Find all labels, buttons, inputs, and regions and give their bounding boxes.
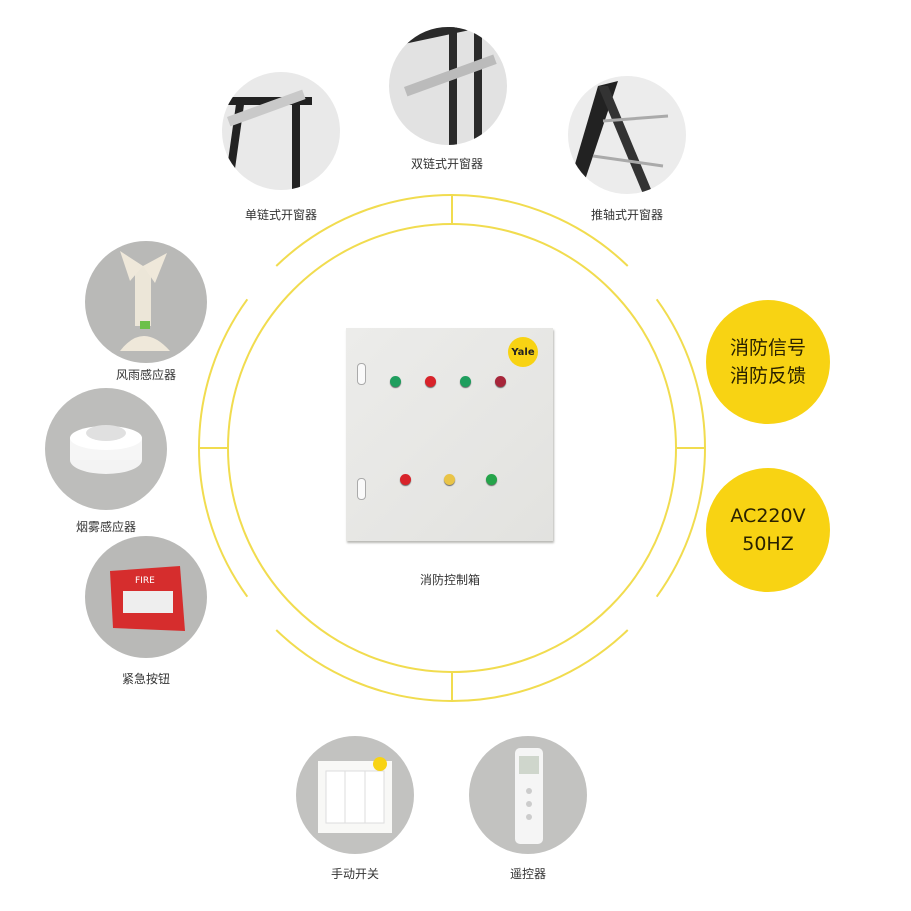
wind-rain-sensor-label: 风雨感应器 xyxy=(115,368,176,382)
yale-logo: Yale xyxy=(508,337,538,367)
double-chain-window-opener-label: 双链式开窗器 xyxy=(410,157,483,171)
smoke-detector-label: 烟雾感应器 xyxy=(75,520,136,534)
outer-ring-arc xyxy=(275,193,629,267)
push-shaft-window-opener-label: 推轴式开窗器 xyxy=(590,208,663,222)
frequency-text: 50HZ xyxy=(742,533,794,555)
outer-ring-arc xyxy=(275,629,629,703)
button-red xyxy=(400,474,411,485)
power-badge: AC220V 50HZ xyxy=(706,468,830,592)
button-green xyxy=(486,474,497,485)
manual-switch-image xyxy=(296,736,414,854)
wind-rain-sensor-image xyxy=(85,241,207,363)
indicator-lamp-green xyxy=(460,376,471,387)
single-chain-window-opener-image xyxy=(222,72,340,190)
push-shaft-window-opener-image xyxy=(568,76,686,194)
remote-control-label: 遥控器 xyxy=(509,867,546,881)
fire-signal-text: 消防信号 xyxy=(729,337,806,359)
remote-control-image xyxy=(469,736,587,854)
fire-signal-badge: 消防信号 消防反馈 xyxy=(706,300,830,424)
double-chain-window-opener-image xyxy=(389,27,507,145)
door-handle xyxy=(357,363,366,385)
fire-control-box-image: Yale xyxy=(346,328,553,541)
fire-feedback-text: 消防反馈 xyxy=(729,365,806,387)
door-handle xyxy=(357,478,366,500)
emergency-button-label: 紧急按钮 xyxy=(121,672,170,686)
manual-switch-label: 手动开关 xyxy=(330,867,379,881)
fire-text: FIRE xyxy=(135,576,155,586)
button-yellow xyxy=(444,474,455,485)
indicator-lamp-red xyxy=(495,376,506,387)
emergency-button-image: FIRE xyxy=(85,536,207,658)
indicator-lamp-green xyxy=(390,376,401,387)
fire-control-box-label: 消防控制箱 xyxy=(419,573,480,587)
smoke-detector-image xyxy=(45,388,167,510)
voltage-text: AC220V xyxy=(730,505,806,527)
indicator-lamp-red xyxy=(425,376,436,387)
single-chain-window-opener-label: 单链式开窗器 xyxy=(244,208,317,222)
